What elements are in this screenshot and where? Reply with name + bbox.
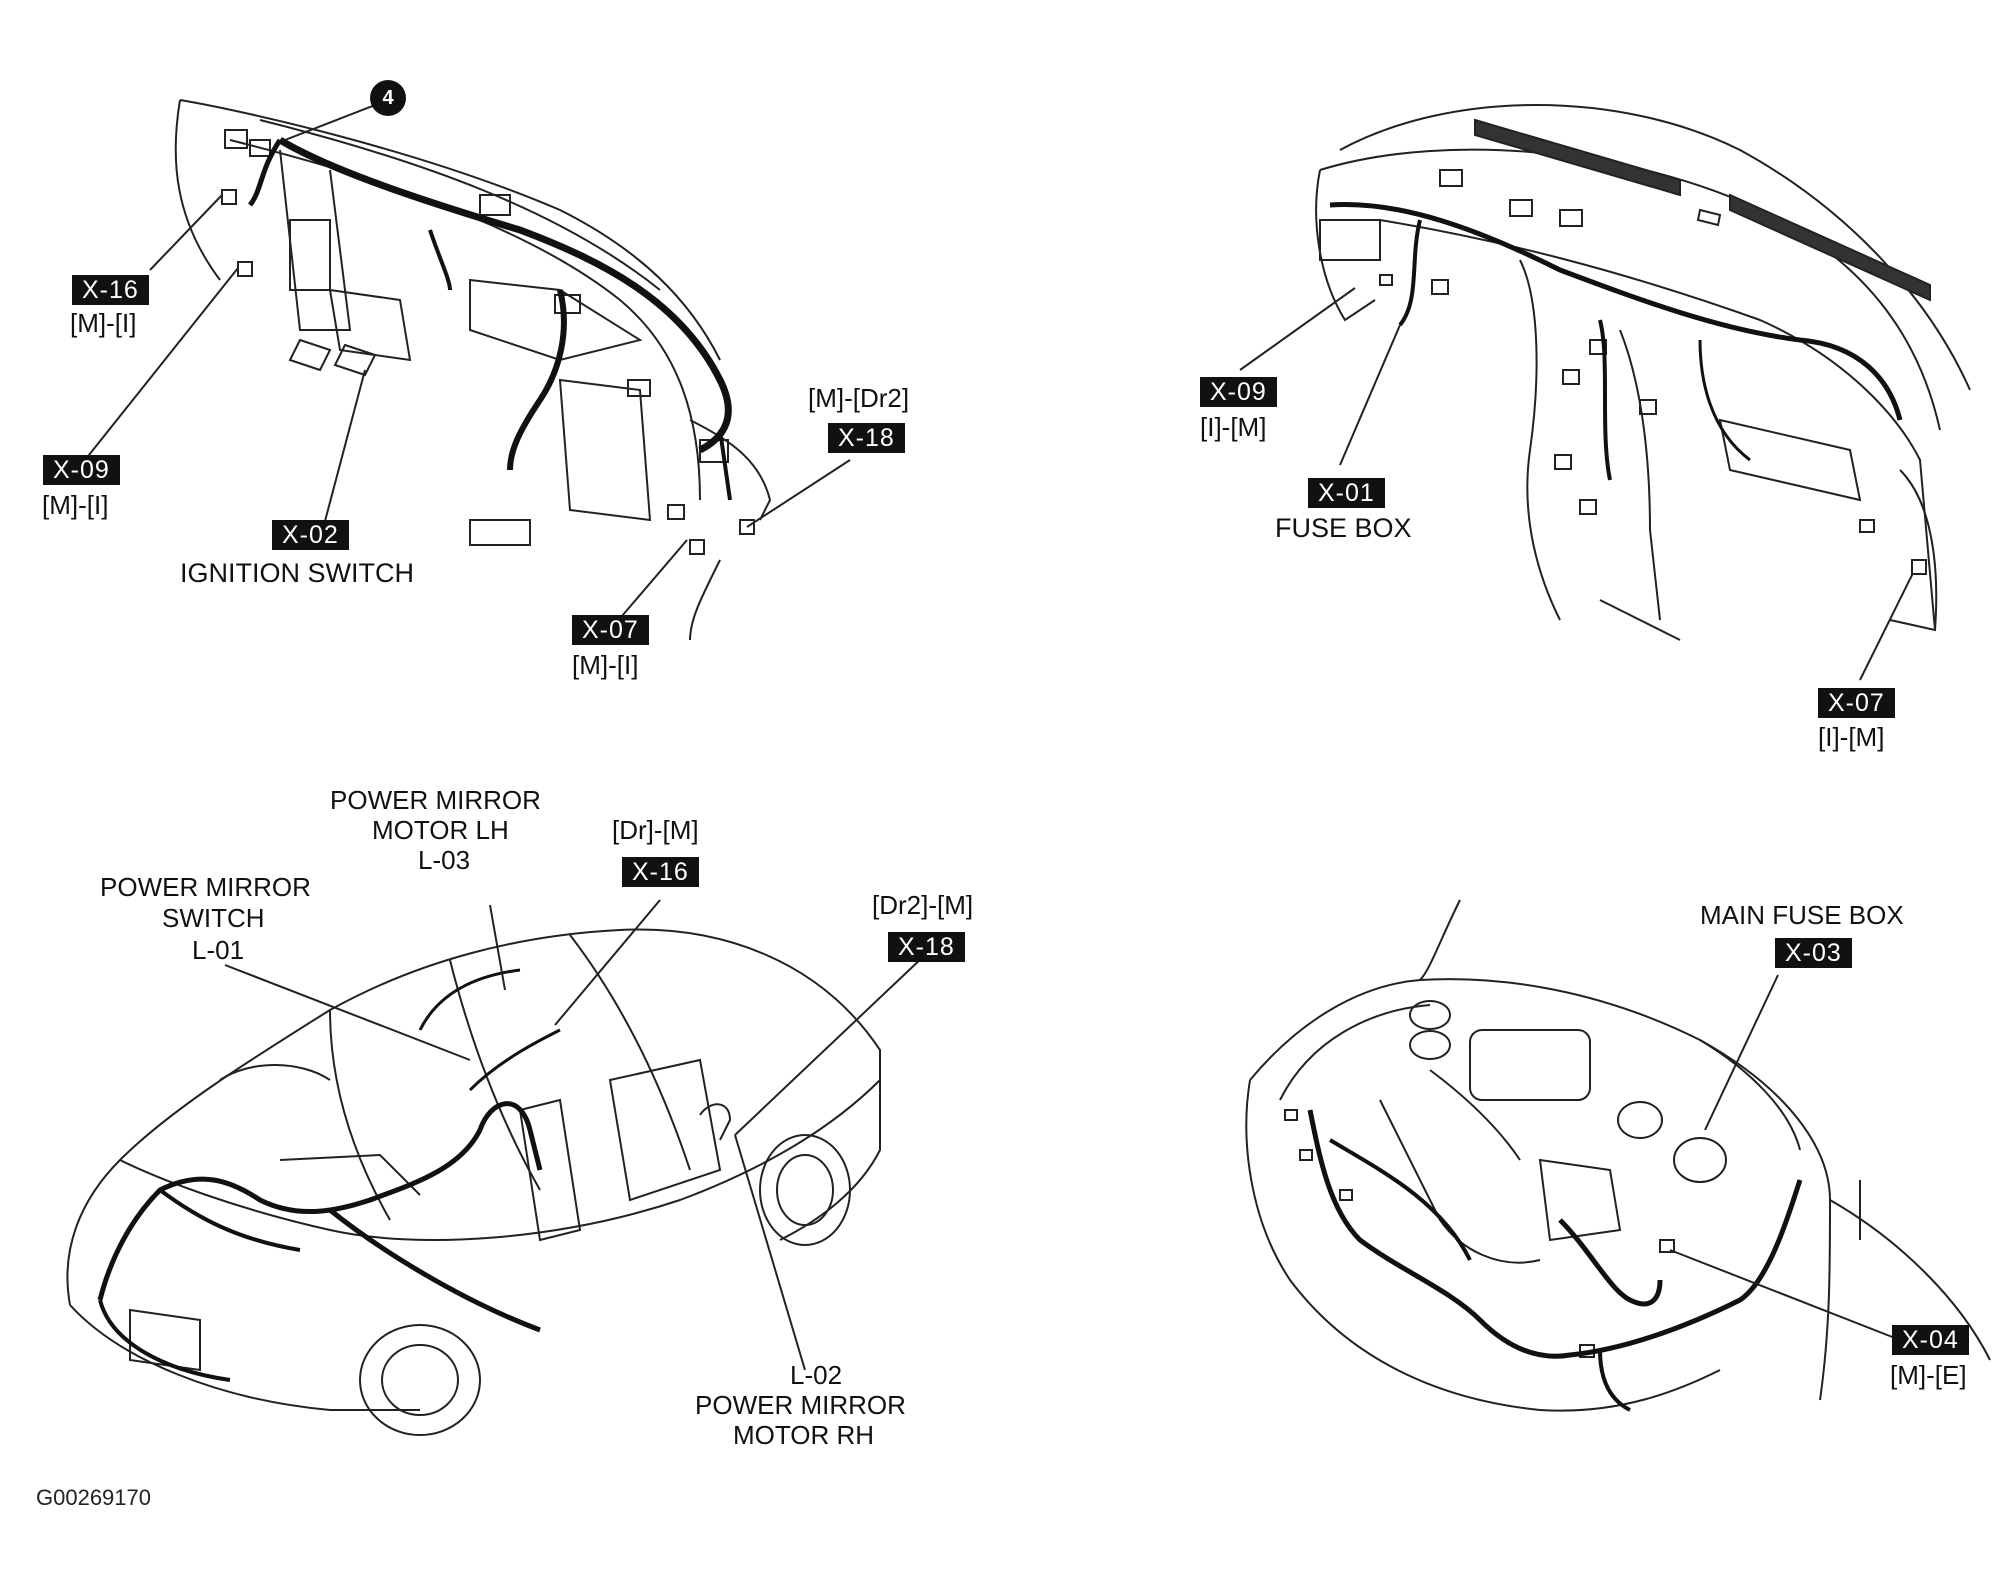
mirror-switch-label-line1: POWER MIRROR — [100, 872, 311, 902]
mirror-motor-lh-label-line2: MOTOR LH — [372, 815, 509, 845]
mirror-switch-code: L-01 — [192, 935, 245, 965]
connector-sub-x16: [M]-[I] — [70, 308, 137, 338]
fuse-box-label: FUSE BOX — [1275, 513, 1412, 543]
connector-tag-x04: X-04 — [1892, 1325, 1969, 1355]
connector-tag-x07-left: X-07 — [572, 615, 649, 645]
connector-tag-x09-left: X-09 — [43, 455, 120, 485]
connector-tag-x18-body: X-18 — [888, 932, 965, 962]
connector-tag-x03: X-03 — [1775, 938, 1852, 968]
mirror-motor-lh-label-line1: POWER MIRROR — [330, 785, 541, 815]
connector-sub-x07-left: [M]-[I] — [572, 650, 639, 680]
connector-tag-x09-right: X-09 — [1200, 377, 1277, 407]
connector-tag-x16-body: X-16 — [622, 857, 699, 887]
connector-tag-x16: X-16 — [72, 275, 149, 305]
ignition-switch-label: IGNITION SWITCH — [180, 558, 414, 588]
passenger-dashboard-drawing — [1239, 104, 1971, 681]
connector-sub-x18-body: [Dr2]-[M] — [872, 890, 974, 920]
connector-tag-x01: X-01 — [1308, 478, 1385, 508]
connector-sub-x04: [M]-[E] — [1890, 1360, 1967, 1390]
car-body-drawing — [66, 899, 926, 1436]
main-fuse-box-label: MAIN FUSE BOX — [1700, 900, 1904, 930]
mirror-motor-rh-label-line1: POWER MIRROR — [695, 1390, 906, 1420]
connector-sub-x18-top: [M]-[Dr2] — [808, 383, 910, 413]
connector-sub-x09-right: [I]-[M] — [1200, 412, 1267, 442]
mirror-motor-rh-label-line2: MOTOR RH — [733, 1420, 875, 1450]
connector-sub-x09-left: [M]-[I] — [42, 490, 109, 520]
connector-tag-x02: X-02 — [272, 520, 349, 550]
engine-bay-drawing — [1245, 899, 1991, 1412]
connector-sub-x16-body: [Dr]-[M] — [612, 815, 699, 845]
mirror-switch-label-line2: SWITCH — [162, 903, 265, 933]
connector-sub-x07-right: [I]-[M] — [1818, 722, 1885, 752]
connector-tag-x18-top: X-18 — [828, 423, 905, 453]
harness-marker-4: 4 — [370, 80, 406, 116]
mirror-motor-rh-code: L-02 — [790, 1360, 843, 1390]
mirror-motor-lh-code: L-03 — [418, 845, 471, 875]
connector-tag-x07-right: X-07 — [1818, 688, 1895, 718]
figure-code: G00269170 — [36, 1485, 151, 1510]
